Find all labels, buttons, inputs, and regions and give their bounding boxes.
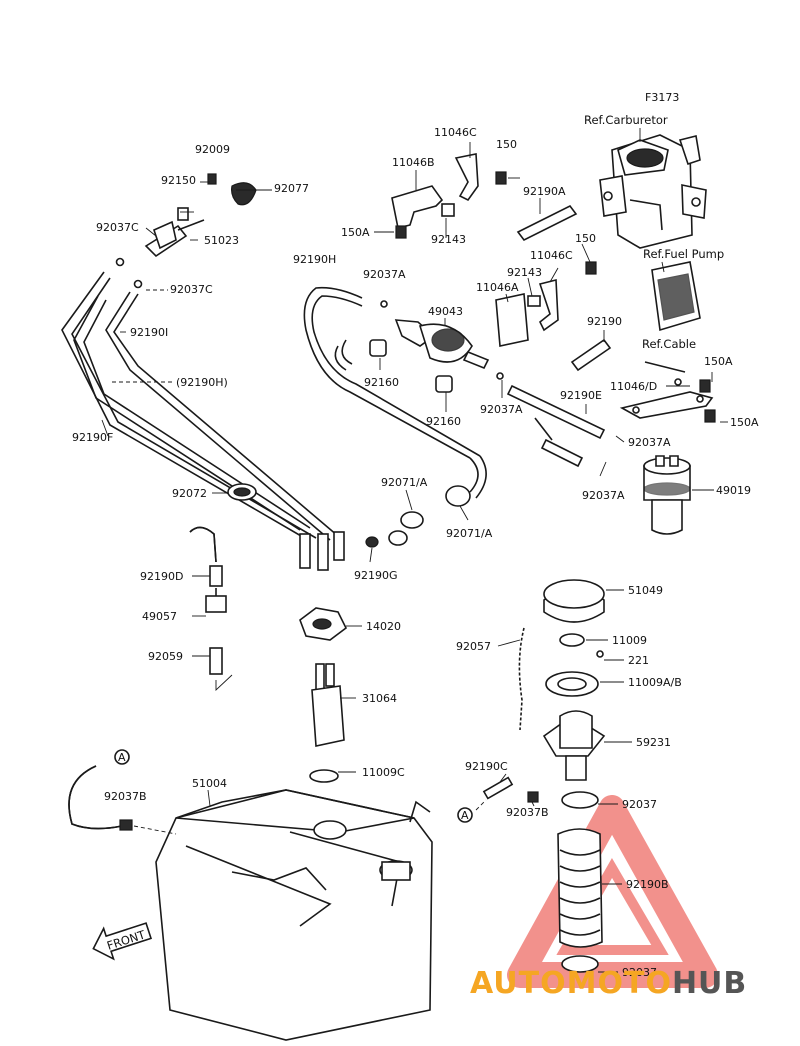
label-92160-right: 92160 bbox=[426, 415, 461, 428]
diagram-code: F3173 bbox=[645, 91, 679, 104]
label-11046c-top: 11046C bbox=[434, 126, 477, 139]
filler-hose-assembly bbox=[557, 791, 603, 973]
ref-fuel-pump-label: Ref.Fuel Pump bbox=[643, 247, 724, 261]
label-92071a-upper: 92071/A bbox=[381, 476, 428, 489]
label-92057: 92057 bbox=[456, 640, 491, 653]
label-51023: 51023 bbox=[204, 234, 239, 247]
label-92009: 92009 bbox=[195, 143, 230, 156]
clamps-middle bbox=[227, 483, 471, 548]
connector-a-bottom: A bbox=[457, 807, 473, 823]
label-92037a-mid: 92037A bbox=[480, 403, 523, 416]
label-11009c: 11009C bbox=[362, 766, 405, 779]
label-92037a-top: 92037A bbox=[363, 268, 406, 281]
ref-carburetor-label: Ref.Carburetor bbox=[584, 113, 668, 127]
label-11009ab: 11009A/B bbox=[628, 676, 682, 689]
label-92037-lower: 92037 bbox=[622, 966, 657, 979]
watermark-logo bbox=[507, 795, 718, 988]
fuel-filter-49043 bbox=[369, 300, 504, 393]
label-92190i: 92190I bbox=[130, 326, 168, 339]
label-92190: 92190 bbox=[587, 315, 622, 328]
label-150a-right: 150A bbox=[730, 416, 759, 429]
label-49043: 49043 bbox=[428, 305, 463, 318]
label-92037c-upper: 92037C bbox=[96, 221, 139, 234]
label-92190h-paren: (92190H) bbox=[176, 376, 228, 389]
label-92059: 92059 bbox=[148, 650, 183, 663]
label-92190a: 92190A bbox=[523, 185, 566, 198]
label-11046d: 11046/D bbox=[610, 380, 657, 393]
connector-a-top-label: A bbox=[118, 751, 126, 764]
cable-and-bracket bbox=[619, 361, 716, 423]
connector-a-top: A bbox=[114, 749, 130, 765]
label-150-top: 150 bbox=[496, 138, 517, 151]
label-92037-upper: 92037 bbox=[622, 798, 657, 811]
label-150a-top: 150A bbox=[341, 226, 370, 239]
label-92037b-right: 92037B bbox=[506, 806, 549, 819]
label-11009: 11009 bbox=[612, 634, 647, 647]
label-92143-top: 92143 bbox=[431, 233, 466, 246]
fuel-level-unit bbox=[299, 607, 348, 783]
label-221: 221 bbox=[628, 654, 649, 667]
label-11046c-mid: 11046C bbox=[530, 249, 573, 262]
label-92072: 92072 bbox=[172, 487, 207, 500]
fuel-tank-51004 bbox=[68, 765, 433, 1041]
watermark-text-hub: HUB bbox=[672, 966, 747, 1001]
fuel-strainer-49019 bbox=[643, 455, 691, 535]
label-51049: 51049 bbox=[628, 584, 663, 597]
filler-assembly bbox=[482, 579, 606, 803]
label-92037b-left: 92037B bbox=[104, 790, 147, 803]
label-11046b: 11046B bbox=[392, 156, 435, 169]
ref-cable-label: Ref.Cable bbox=[642, 337, 696, 351]
front-arrow bbox=[92, 922, 153, 961]
carburetor-assembly bbox=[599, 128, 707, 249]
vent-assembly bbox=[189, 526, 233, 692]
watermark-text: AUTOMOTOHUB bbox=[470, 966, 747, 1001]
label-92160-left: 92160 bbox=[364, 376, 399, 389]
watermark-text-automoto: AUTOMOTO bbox=[470, 966, 672, 1001]
label-92077: 92077 bbox=[274, 182, 309, 195]
label-51004: 51004 bbox=[192, 777, 227, 790]
label-150-mid: 150 bbox=[575, 232, 596, 245]
fuel-cock-51023 bbox=[115, 173, 257, 289]
connector-a-bottom-label: A bbox=[461, 809, 469, 822]
label-150a-right-top: 150A bbox=[704, 355, 733, 368]
label-49019: 49019 bbox=[716, 484, 751, 497]
label-92190f: 92190F bbox=[72, 431, 113, 444]
label-92190g: 92190G bbox=[354, 569, 398, 582]
label-92190b: 92190B bbox=[626, 878, 669, 891]
label-92190c: 92190C bbox=[465, 760, 508, 773]
label-92037a-lower: 92037A bbox=[582, 489, 625, 502]
brackets-upper bbox=[391, 153, 597, 347]
label-92143-mid: 92143 bbox=[507, 266, 542, 279]
hoses bbox=[61, 204, 612, 571]
label-92190d: 92190D bbox=[140, 570, 183, 583]
fuel-pump bbox=[651, 261, 701, 332]
label-92190e: 92190E bbox=[560, 389, 602, 402]
label-92150: 92150 bbox=[161, 174, 196, 187]
labels: F3173 Ref.Carburetor Ref.Fuel Pump Ref.C… bbox=[72, 91, 759, 979]
label-92037a-right: 92037A bbox=[628, 436, 671, 449]
label-11046a: 11046A bbox=[476, 281, 519, 294]
label-92037c-lower: 92037C bbox=[170, 283, 213, 296]
label-31064: 31064 bbox=[362, 692, 397, 705]
label-49057: 49057 bbox=[142, 610, 177, 623]
leader-lines bbox=[101, 142, 728, 973]
label-92071a-lower: 92071/A bbox=[446, 527, 493, 540]
label-59231: 59231 bbox=[636, 736, 671, 749]
label-14020: 14020 bbox=[366, 620, 401, 633]
label-92190h: 92190H bbox=[293, 253, 336, 266]
